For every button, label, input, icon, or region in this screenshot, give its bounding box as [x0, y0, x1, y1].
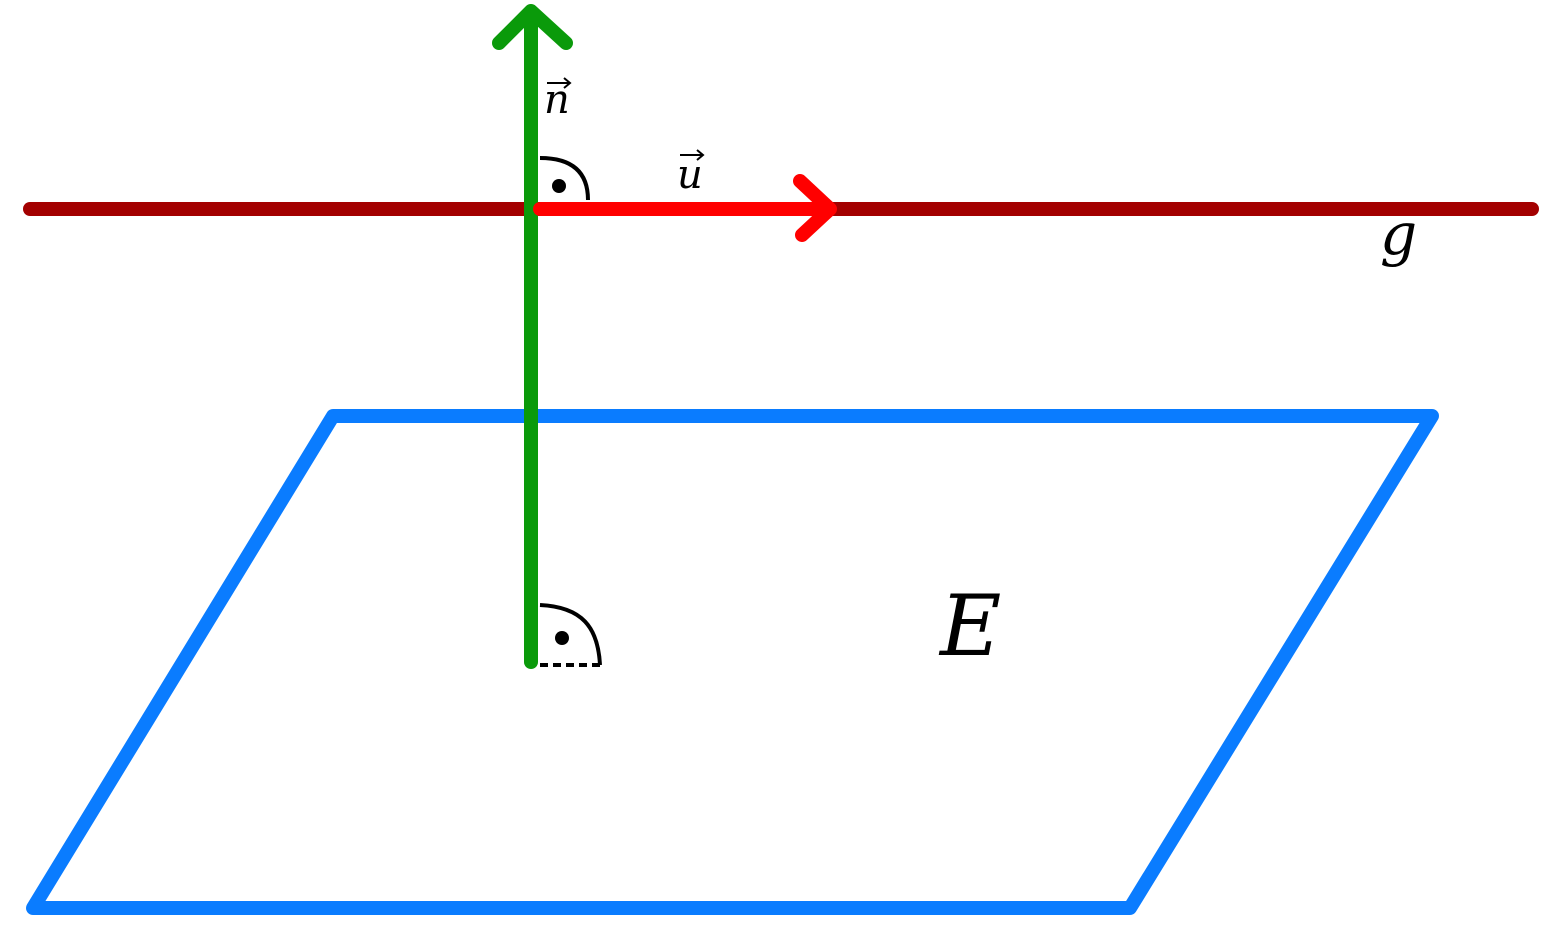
plane-e-outline [26, 409, 1439, 915]
upper-right-angle-arc [539, 156, 590, 201]
lower-right-angle-arc [539, 603, 602, 666]
lower-right-angle-dot [555, 631, 569, 645]
plane-e-label: E [938, 577, 1001, 675]
normal-vector-arrowhead [492, 4, 573, 50]
normal-vector-label-text: n [544, 77, 570, 123]
direction-vector-label-arrow-head [696, 149, 705, 161]
normal-vector-label: n [544, 77, 572, 123]
direction-vector-arrowhead [793, 174, 837, 242]
upper-right-angle-dot [552, 179, 566, 193]
direction-vector-label-text: u [677, 152, 703, 198]
direction-vector-label: u [677, 149, 705, 198]
line-g-label: g [1380, 200, 1417, 268]
normal-vector-label-arrow-head [563, 77, 572, 89]
